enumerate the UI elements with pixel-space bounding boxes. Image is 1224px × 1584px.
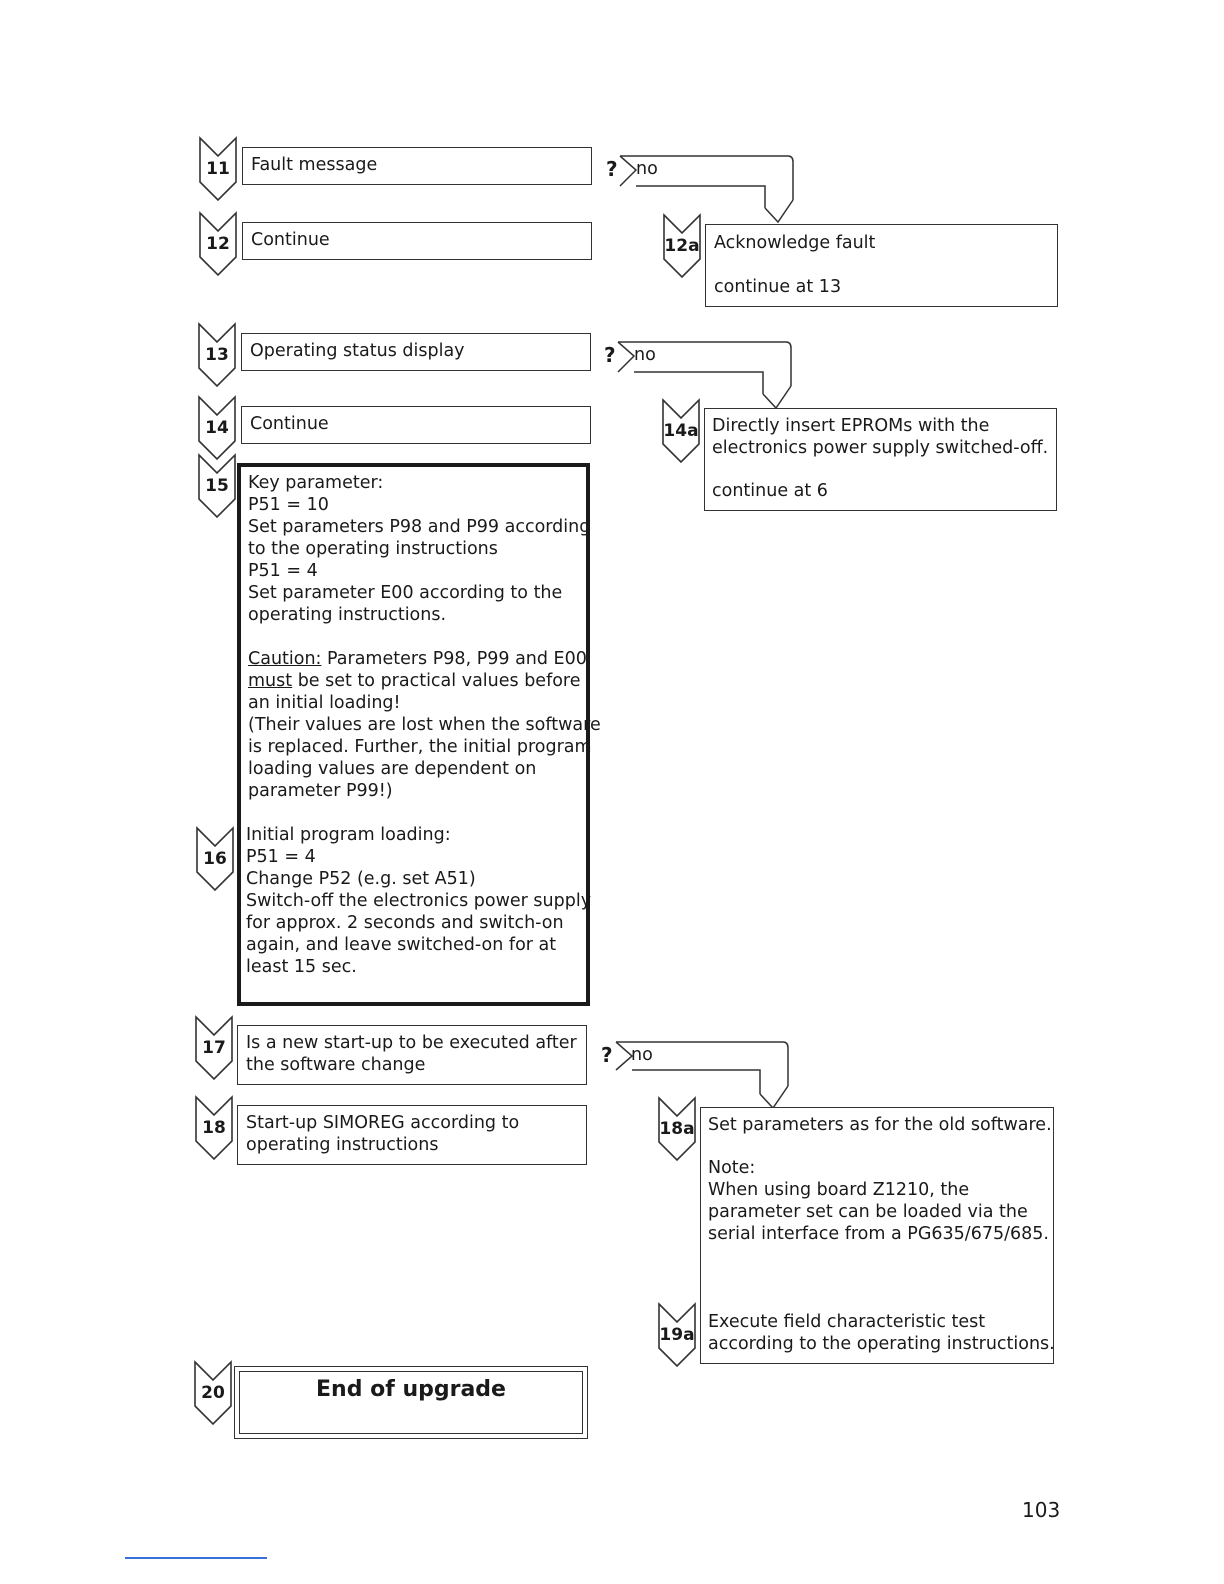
step-18-line: Start-up SIMOREG according to — [246, 1113, 520, 1133]
step-16-line: Change P52 (e.g. set A51) — [246, 869, 476, 889]
question-mark: ? — [601, 1043, 613, 1067]
step-15-line: to the operating instructions — [248, 539, 498, 559]
step-12-text: Continue — [251, 230, 330, 250]
steps-15-16-box: Key parameter: P51 = 10 Set parameters P… — [237, 463, 601, 1006]
no-label: no — [634, 345, 656, 365]
question-mark: ? — [606, 157, 618, 181]
question-mark: ? — [604, 343, 616, 367]
caution-label: Caution: — [248, 649, 322, 669]
step-number: 18a — [659, 1119, 695, 1139]
step-marker-14: 14 — [197, 395, 237, 461]
step-13-text: Operating status display — [250, 341, 465, 361]
step-16-line: Switch-off the electronics power supply — [246, 891, 592, 911]
step-number: 19a — [659, 1325, 695, 1345]
step-15-line: Key parameter: — [248, 473, 384, 493]
step-marker-16: 16 — [195, 826, 235, 892]
step-14a-line: Directly insert EPROMs with the — [712, 416, 990, 436]
step-marker-14a: 14a — [661, 398, 701, 464]
step-17-box: Is a new start-up to be executed after t… — [237, 1025, 587, 1085]
step-18a-note: Note: When using board Z1210, the parame… — [708, 1157, 1049, 1245]
caution-line: parameter P99!) — [248, 781, 393, 801]
note-line: parameter set can be loaded via the — [708, 1202, 1028, 1222]
step-18-box: Start-up SIMOREG according to operating … — [237, 1105, 587, 1165]
page-number: 103 — [1022, 1498, 1061, 1522]
step-marker-12: 12 — [198, 211, 238, 277]
caution-line: Caution: Parameters P98, P99 and E00 — [248, 648, 601, 670]
step-15-line: P51 = 10 — [248, 495, 329, 515]
step-marker-19a: 19a — [657, 1302, 697, 1368]
caution-line: (Their values are lost when the software — [248, 715, 601, 735]
step-marker-13: 13 — [197, 322, 237, 388]
step-number: 20 — [201, 1383, 225, 1403]
step-16-content: Initial program loading: P51 = 4 Change … — [246, 824, 591, 978]
step-19a-line: according to the operating instructions. — [708, 1334, 1055, 1354]
step-number: 14 — [205, 418, 229, 438]
step-number: 11 — [206, 159, 230, 179]
step-14-box: Continue — [241, 406, 591, 444]
step-15-line: Set parameters P98 and P99 according — [248, 517, 591, 537]
step-18-line: operating instructions — [246, 1135, 439, 1155]
step-16-line: again, and leave switched-on for at — [246, 935, 557, 955]
must-line: must be set to practical values before — [248, 670, 601, 692]
step-marker-15: 15 — [197, 453, 237, 519]
must-text: be set to practical values before — [292, 671, 581, 691]
end-of-upgrade-inner-frame — [239, 1371, 583, 1434]
step-marker-18: 18 — [194, 1095, 234, 1161]
step-marker-17: 17 — [194, 1015, 234, 1081]
step-16-line: least 15 sec. — [246, 957, 357, 977]
step-15-line: P51 = 4 — [248, 561, 318, 581]
step-number: 14a — [663, 421, 699, 441]
step-18a-text: Set parameters as for the old software. — [708, 1115, 1052, 1135]
step-16-line: for approx. 2 seconds and switch-on — [246, 913, 564, 933]
step-12-box: Continue — [242, 222, 592, 260]
caution-line: is replaced. Further, the initial progra… — [248, 737, 592, 757]
must-label: must — [248, 671, 293, 691]
step-marker-12a: 12a — [662, 213, 702, 279]
step-16-line: P51 = 4 — [246, 847, 316, 867]
step-15-content: Key parameter: P51 = 10 Set parameters P… — [248, 472, 601, 802]
step-marker-18a: 18a — [657, 1096, 697, 1162]
step-number: 13 — [205, 345, 229, 365]
step-17-line: Is a new start-up to be executed after — [246, 1033, 577, 1053]
no-label: no — [631, 1045, 653, 1065]
caution-line: an initial loading! — [248, 693, 401, 713]
step-15-line: Set parameter E00 according to the — [248, 583, 563, 603]
step-13-box: Operating status display — [241, 333, 591, 371]
step-18a-19a-box: Set parameters as for the old software. … — [700, 1107, 1055, 1364]
step-marker-20: 20 — [193, 1360, 233, 1426]
step-number: 18 — [202, 1118, 226, 1138]
step-number: 12 — [206, 234, 230, 254]
footer-rule — [125, 1557, 267, 1559]
step-11-text: Fault message — [251, 155, 378, 175]
note-line: serial interface from a PG635/675/685. — [708, 1224, 1049, 1244]
step-19a-line: Execute field characteristic test — [708, 1312, 986, 1332]
step-number: 17 — [202, 1038, 226, 1058]
step-15-line: operating instructions. — [248, 605, 447, 625]
end-of-upgrade-box: End of upgrade — [234, 1366, 588, 1439]
step-12a-box: Acknowledge fault continue at 13 — [705, 224, 1058, 307]
step-12a-continue: continue at 13 — [714, 277, 842, 297]
step-14a-box: Directly insert EPROMs with the electron… — [704, 408, 1057, 511]
step-number: 15 — [205, 476, 229, 496]
step-number: 12a — [664, 236, 700, 256]
step-17-line: the software change — [246, 1055, 426, 1075]
step-number: 16 — [203, 849, 227, 869]
step-11-box: Fault message — [242, 147, 592, 185]
step-12a-text: Acknowledge fault — [714, 233, 876, 253]
step-14-text: Continue — [250, 414, 329, 434]
step-14a-continue: continue at 6 — [712, 481, 828, 501]
note-line: When using board Z1210, the — [708, 1180, 970, 1200]
caution-line: loading values are dependent on — [248, 759, 537, 779]
step-marker-11: 11 — [198, 136, 238, 202]
step-14a-line: electronics power supply switched-off. — [712, 438, 1049, 458]
step-16-line: Initial program loading: — [246, 825, 451, 845]
caution-text: Parameters P98, P99 and E00 — [321, 649, 587, 669]
no-label: no — [636, 159, 658, 179]
note-line: Note: — [708, 1158, 756, 1178]
end-of-upgrade-title: End of upgrade — [316, 1377, 506, 1402]
